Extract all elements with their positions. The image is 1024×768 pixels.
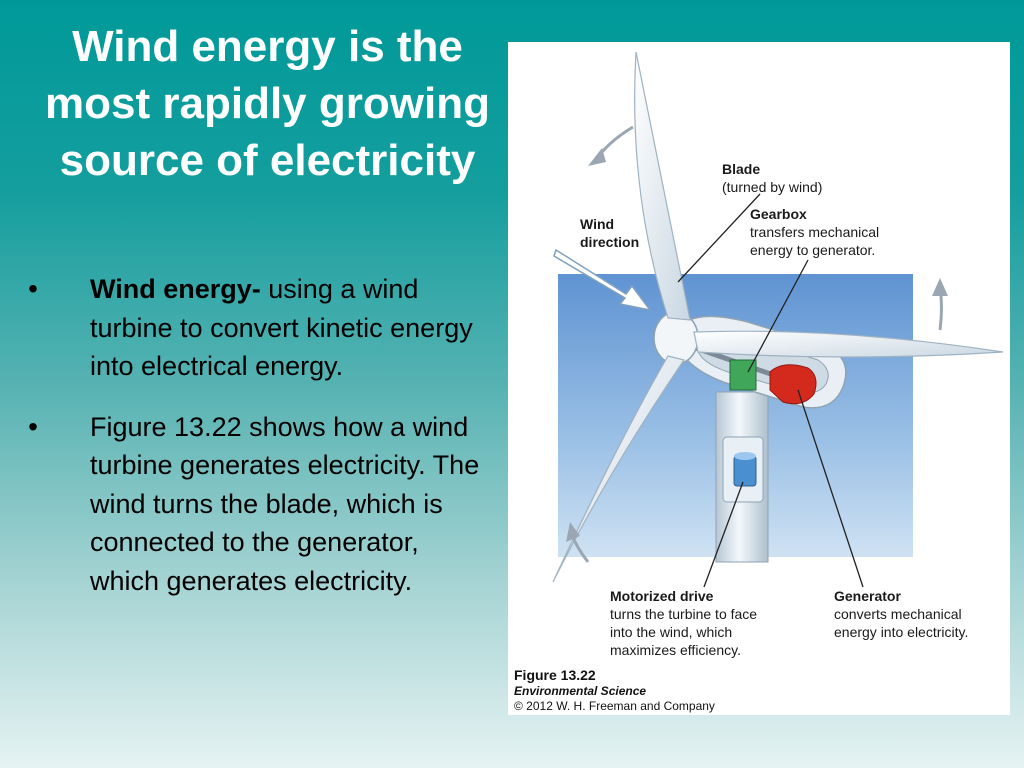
motorized-drive-label: Motorized drive turns the turbine to fac…: [610, 588, 758, 658]
blade-bottom: [552, 355, 685, 583]
bullet-dot-icon: •: [28, 273, 38, 304]
bullet-item-figure-explanation: • Figure 13.22 shows how a wind turbine …: [18, 408, 488, 601]
motorized-drive: [733, 455, 757, 487]
wind-direction-arrow: [553, 248, 652, 312]
blade-label: Blade (turned by wind): [722, 161, 823, 195]
bullet-text: using a wind turbine to convert kinetic …: [90, 274, 473, 381]
wind-turbine-illustration: [552, 51, 1004, 588]
blade-right: [693, 330, 1004, 358]
bullet-list: • Wind energy- using a wind turbine to c…: [18, 270, 488, 600]
rotor-hub: [653, 311, 699, 365]
bullet-term: Wind energy-: [90, 274, 261, 304]
bullet-text: Figure 13.22 shows how a wind turbine ge…: [90, 411, 480, 596]
blade-top: [634, 51, 691, 321]
figure-caption: Figure 13.22 Environmental Science © 201…: [514, 667, 715, 713]
generator: [769, 364, 817, 405]
bullet-dot-icon: •: [28, 410, 38, 442]
wind-direction-label: Wind direction: [580, 216, 640, 250]
generator-label: Generator converts mechanical energy int…: [834, 588, 969, 640]
wind-turbine-figure: Blade (turned by wind) Gearbox transfers…: [508, 42, 1010, 715]
slide-title: Wind energy is the most rapidly growing …: [45, 22, 490, 185]
bullet-item-wind-energy: • Wind energy- using a wind turbine to c…: [18, 270, 488, 386]
gearbox-label: Gearbox transfers mechanical energy to g…: [750, 206, 880, 258]
